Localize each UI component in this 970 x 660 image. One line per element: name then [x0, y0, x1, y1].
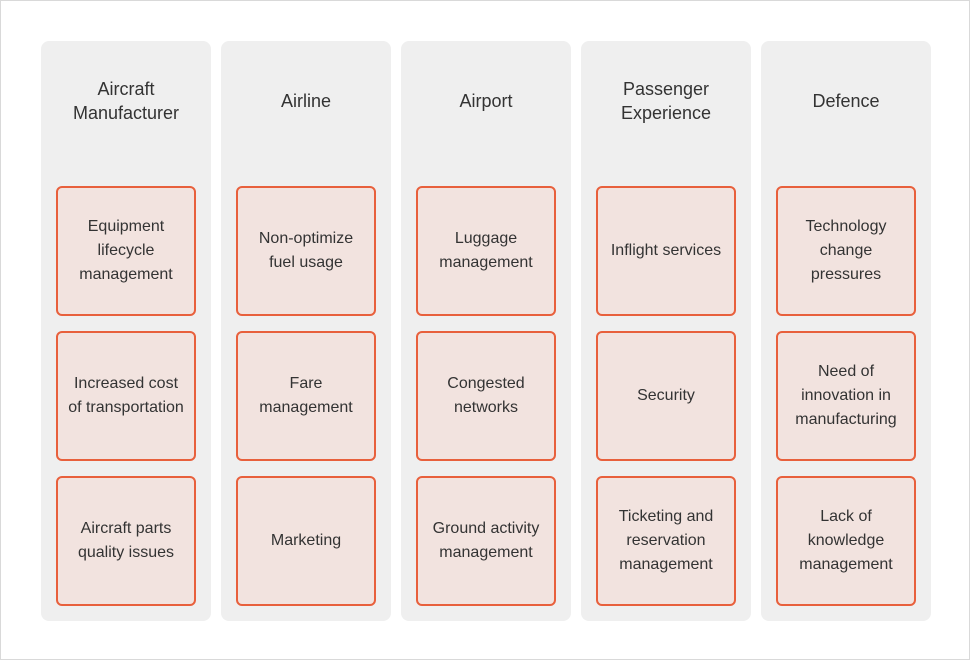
- card-stack: Technology change pressures Need of inno…: [776, 186, 916, 606]
- challenge-card: Congested networks: [416, 331, 556, 461]
- column-title: Defence: [812, 91, 880, 111]
- challenge-card: Luggage management: [416, 186, 556, 316]
- challenge-card: Security: [596, 331, 736, 461]
- challenge-card: Marketing: [236, 476, 376, 606]
- challenge-card: Aircraft parts quality issues: [56, 476, 196, 606]
- challenge-card: Ticketing and reservation management: [596, 476, 736, 606]
- challenge-card: Fare management: [236, 331, 376, 461]
- column-aircraft-manufacturer: Aircraft Manufacturer Equipment lifecycl…: [41, 41, 211, 621]
- card-stack: Luggage management Congested networks Gr…: [416, 186, 556, 606]
- column-airline: Airline Non-optimize fuel usage Fare man…: [221, 41, 391, 621]
- column-passenger-experience: Passenger Experience Inflight services S…: [581, 41, 751, 621]
- card-stack: Inflight services Security Ticketing and…: [596, 186, 736, 606]
- card-stack: Non-optimize fuel usage Fare management …: [236, 186, 376, 606]
- challenge-card: Inflight services: [596, 186, 736, 316]
- challenge-card: Non-optimize fuel usage: [236, 186, 376, 316]
- challenge-card: Need of innovation in manufacturing: [776, 331, 916, 461]
- challenge-card: Ground activity management: [416, 476, 556, 606]
- category-columns: Aircraft Manufacturer Equipment lifecycl…: [41, 41, 931, 621]
- card-stack: Equipment lifecycle management Increased…: [56, 186, 196, 606]
- challenge-card: Equipment lifecycle management: [56, 186, 196, 316]
- column-airport: Airport Luggage management Congested net…: [401, 41, 571, 621]
- challenge-card: Increased cost of transportation: [56, 331, 196, 461]
- column-title: Aircraft Manufacturer: [72, 79, 180, 123]
- challenge-card: Technology change pressures: [776, 186, 916, 316]
- column-title: Airline: [280, 91, 332, 111]
- column-title: Passenger Experience: [620, 79, 712, 123]
- column-title: Airport: [459, 91, 513, 111]
- column-defence: Defence Technology change pressures Need…: [761, 41, 931, 621]
- challenge-card: Lack of knowledge management: [776, 476, 916, 606]
